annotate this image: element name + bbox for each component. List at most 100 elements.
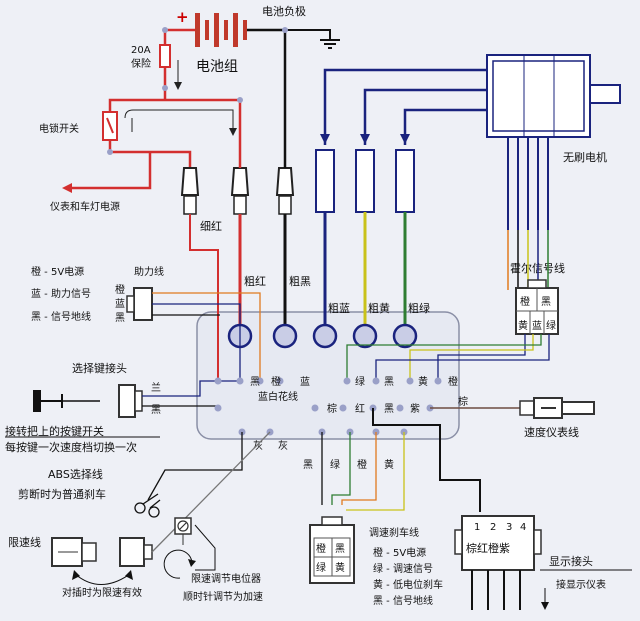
hall-connector	[515, 279, 559, 335]
fuse-rating: 20A	[131, 45, 151, 56]
display-title: 显示接头	[549, 555, 593, 568]
display-connector	[454, 515, 542, 610]
brake-wire-2: 绿	[330, 458, 340, 471]
row1-pin-2: 橙	[271, 375, 281, 388]
speedo-title: 速度仪表线	[524, 425, 579, 439]
assist-line1: 橙 - 5V电源	[31, 265, 84, 278]
display-pin-1: 1	[474, 522, 480, 533]
row1-pin-4: 绿	[355, 375, 365, 388]
scissors-icon	[134, 493, 161, 518]
assist-pin-3: 黑	[115, 312, 125, 324]
controller-row1	[214, 377, 442, 385]
display-note: 接显示仪表	[556, 578, 606, 591]
dashboard-power-label: 仪表和车灯电源	[50, 200, 120, 213]
display-pin-3: 3	[506, 522, 512, 533]
display-pin-4: 4	[520, 522, 526, 533]
positive-wire	[163, 28, 195, 45]
motor-icon	[486, 54, 621, 230]
battery-negative-label: 电池负极	[262, 4, 306, 18]
brake-cell-2: 黑	[335, 543, 345, 555]
bullet-connector-thin-red	[180, 167, 200, 215]
battery-pack	[195, 13, 247, 47]
selector-line1: 接转把上的按键开关	[5, 424, 104, 438]
assist-line3: 黑 - 信号地线	[31, 310, 91, 323]
speed-limit-connector-right	[119, 537, 153, 567]
brake-line3: 黄 - 低电位刹车	[373, 578, 443, 591]
row2-pin-4: 紫	[410, 403, 420, 415]
terminal-thick-black	[272, 323, 298, 349]
bullet-connector-thick-black	[275, 167, 295, 215]
bullet-connector-thick-red	[230, 167, 250, 215]
abs-note: 剪断时为普通刹车	[18, 487, 106, 501]
phase-connector-blue	[315, 149, 335, 213]
selector-line2: 每按键一次速度档切换一次	[5, 440, 137, 454]
row3-pin-1: 灰	[253, 439, 263, 452]
brake-line4: 黑 - 信号地线	[373, 594, 433, 607]
row1-pin-5: 黑	[384, 376, 394, 388]
potentiometer-icon	[174, 517, 192, 535]
hall-cell-1: 橙	[520, 295, 530, 308]
brake-wire-4: 黄	[384, 458, 394, 471]
assist-connector	[126, 287, 153, 321]
hall-cell-4: 蓝	[532, 320, 542, 332]
row1-pin-1: 黑	[250, 376, 260, 388]
phase-connector-yellow	[355, 149, 375, 213]
row1-pin-6: 黄	[418, 375, 428, 388]
pot-label: 限速调节电位器	[191, 572, 261, 585]
brake-cell-1: 橙	[316, 542, 326, 555]
speedo-connector	[519, 397, 595, 419]
selector-pin-1: 兰	[151, 381, 161, 394]
battery-pack-label: 电池组	[196, 59, 238, 75]
plus-sign: +	[176, 8, 189, 26]
hall-cell-3: 黄	[518, 319, 528, 332]
assist-line2: 蓝 - 助力信号	[31, 287, 91, 300]
speed-limit-title: 限速线	[8, 535, 41, 549]
row1-pin-7: 橙	[448, 375, 458, 388]
thick-black-label: 粗黑	[289, 275, 311, 288]
speed-limit-connector-left	[51, 537, 97, 567]
abs-title: ABS选择线	[48, 467, 103, 481]
brake-line2: 绿 - 调速信号	[373, 562, 433, 575]
assist-title: 助力线	[134, 265, 164, 278]
lock-switch-label: 电锁开关	[39, 122, 79, 135]
assist-pin-2: 蓝	[115, 298, 125, 310]
brake-line1: 橙 - 5V电源	[373, 546, 426, 559]
display-pin-2: 2	[490, 522, 496, 533]
thin-red-label: 细红	[200, 220, 222, 233]
brake-cell-4: 黄	[335, 561, 345, 574]
terminal-thick-blue	[312, 323, 338, 349]
brake-connector	[309, 516, 355, 584]
pot-note: 顺时针调节为加速	[183, 590, 263, 603]
row2-pin-3: 黑	[384, 403, 394, 415]
selector-connector	[118, 384, 143, 418]
hall-cell-2: 黑	[541, 296, 551, 308]
controller-box	[196, 311, 460, 440]
negative-wire	[247, 28, 287, 145]
blue-white-wire-label: 蓝白花线	[258, 390, 298, 403]
speed-limit-note: 对插时为限速有效	[62, 586, 142, 599]
thick-red-label: 粗红	[244, 275, 266, 288]
row3-pin-2: 灰	[278, 439, 288, 452]
selector-switch-icon	[33, 390, 100, 412]
brown-right-label: 棕	[458, 395, 468, 408]
hall-cell-5: 绿	[546, 319, 556, 332]
thick-yellow-label: 粗黄	[368, 301, 390, 315]
row2-pin-1: 棕	[327, 402, 337, 415]
row1-pin-3: 蓝	[300, 376, 310, 388]
selector-pin-2: 黑	[151, 404, 161, 416]
display-colors: 棕红橙紫	[466, 541, 510, 555]
brake-title: 调速刹车线	[369, 526, 419, 539]
selector-title: 选择键接头	[72, 361, 127, 375]
brake-wire-1: 黑	[303, 459, 313, 471]
phase-connector-green	[395, 149, 415, 213]
assist-pin-1: 橙	[115, 283, 125, 296]
motor-label: 无刷电机	[563, 150, 607, 164]
terminal-thick-yellow	[352, 323, 378, 349]
row2-pin-2: 红	[355, 402, 365, 415]
thick-green-label: 粗绿	[408, 301, 430, 315]
brake-cell-3: 绿	[316, 561, 326, 574]
fuse	[159, 44, 171, 68]
ground-icon	[320, 39, 340, 49]
